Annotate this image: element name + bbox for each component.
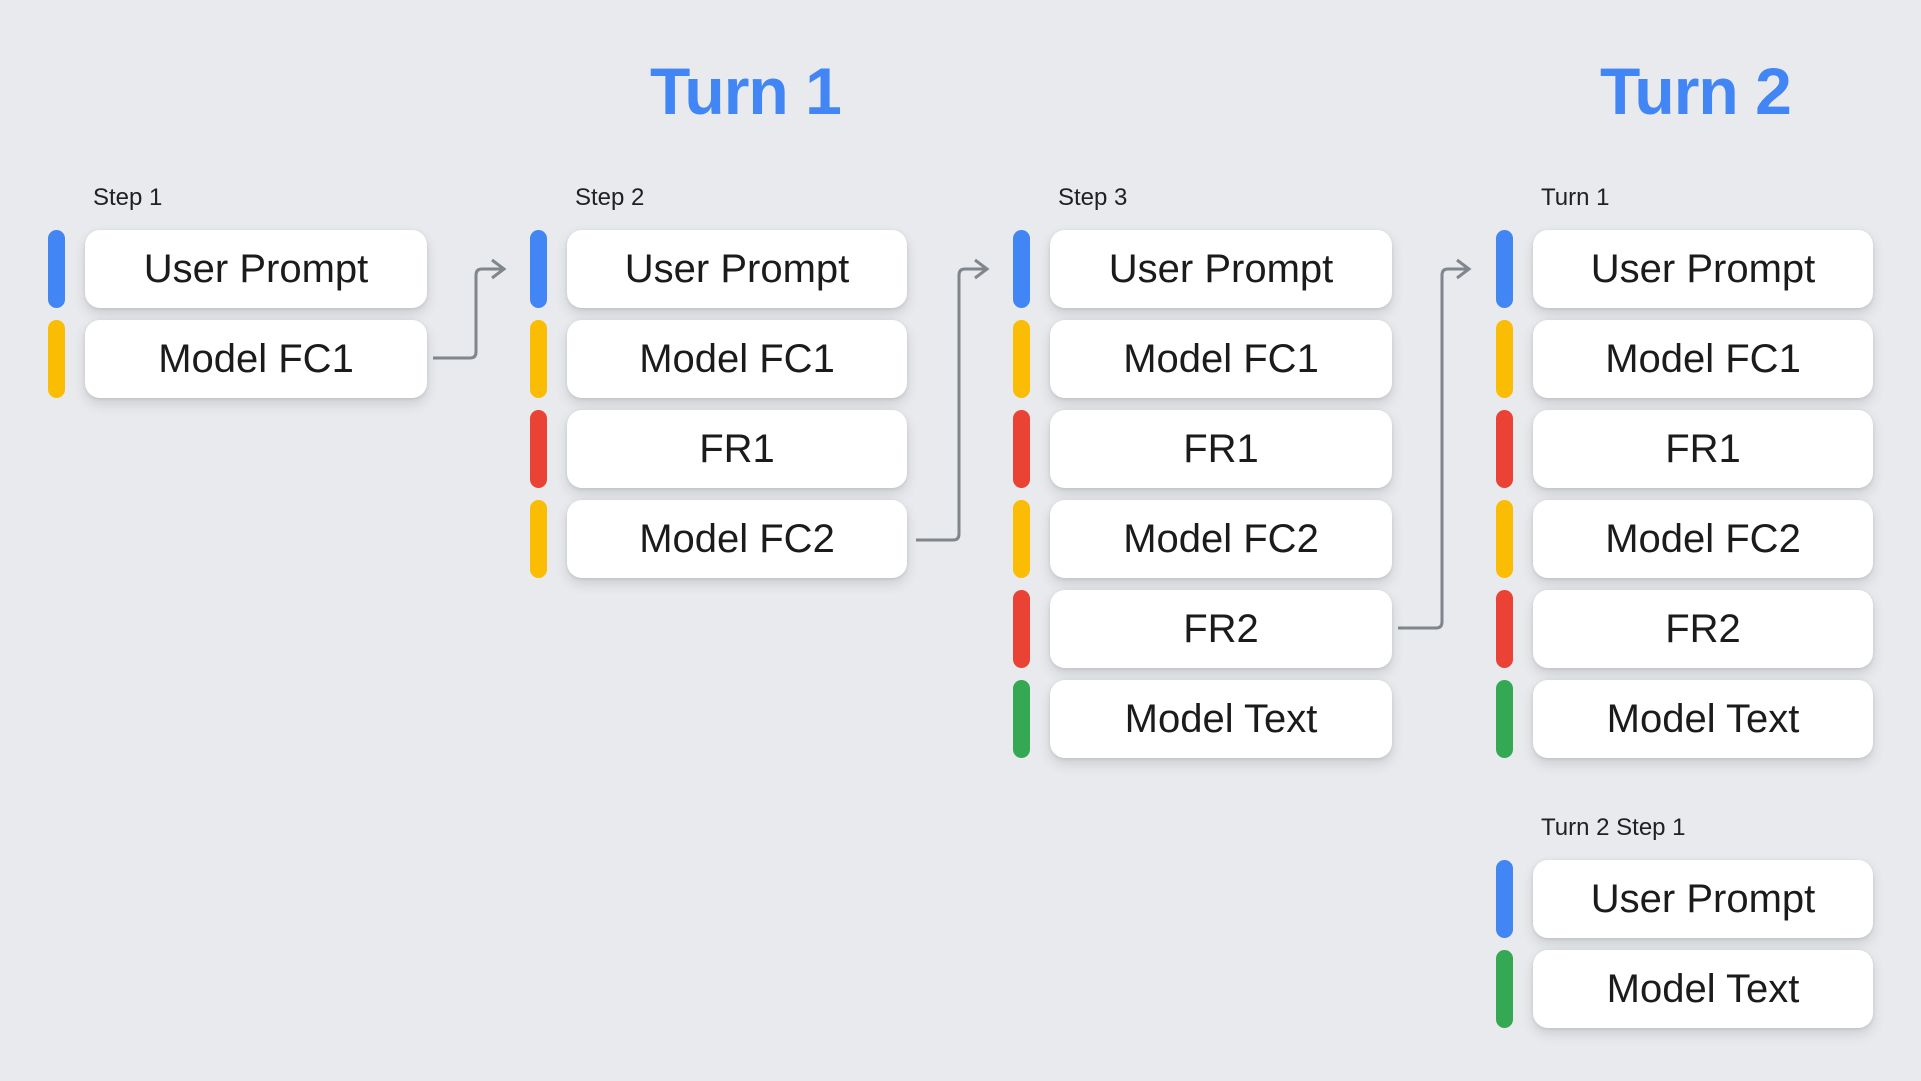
diagram-row: FR1 — [1496, 410, 1873, 488]
model-fc-color-bar — [530, 500, 547, 578]
diagram-row: Model FC1 — [530, 320, 907, 398]
box-fr2: FR2 — [1533, 590, 1873, 668]
user-prompt-color-bar — [1013, 230, 1030, 308]
diagram-row: Model Text — [1496, 950, 1873, 1028]
arrow-step1-to-step2 — [433, 258, 507, 360]
box-user-prompt: User Prompt — [567, 230, 907, 308]
box-user-prompt: User Prompt — [1533, 230, 1873, 308]
diagram-row: FR1 — [530, 410, 907, 488]
box-user-prompt: User Prompt — [85, 230, 427, 308]
diagram-row: FR1 — [1013, 410, 1392, 488]
function-response-color-bar — [1013, 590, 1030, 668]
model-fc-color-bar — [1496, 500, 1513, 578]
model-text-color-bar — [1496, 950, 1513, 1028]
box-model-fc2: Model FC2 — [1050, 500, 1392, 578]
diagram-row: User Prompt — [1013, 230, 1392, 308]
model-fc-color-bar — [1013, 320, 1030, 398]
user-prompt-color-bar — [530, 230, 547, 308]
diagram-row: Model FC2 — [1496, 500, 1873, 578]
model-fc-color-bar — [1496, 320, 1513, 398]
box-user-prompt: User Prompt — [1050, 230, 1392, 308]
diagram-row: User Prompt — [530, 230, 907, 308]
box-model-text: Model Text — [1533, 680, 1873, 758]
diagram-row: User Prompt — [1496, 230, 1873, 308]
model-text-color-bar — [1496, 680, 1513, 758]
box-model-fc1: Model FC1 — [1533, 320, 1873, 398]
model-fc-color-bar — [48, 320, 65, 398]
column-label: Step 1 — [93, 184, 163, 211]
column-label: Turn 1 — [1541, 184, 1610, 211]
turn-1-header: Turn 1 — [650, 54, 842, 128]
model-text-color-bar — [1013, 680, 1030, 758]
box-model-fc2: Model FC2 — [567, 500, 907, 578]
model-fc-color-bar — [530, 320, 547, 398]
column-label: Step 3 — [1058, 184, 1128, 211]
function-response-color-bar — [530, 410, 547, 488]
diagram-row: Model Text — [1496, 680, 1873, 758]
user-prompt-color-bar — [1496, 230, 1513, 308]
diagram-row: Model Text — [1013, 680, 1392, 758]
model-fc-color-bar — [1013, 500, 1030, 578]
diagram-row: Model FC1 — [48, 320, 427, 398]
user-prompt-color-bar — [48, 230, 65, 308]
diagram-row: Model FC2 — [1013, 500, 1392, 578]
diagram-row: Model FC2 — [530, 500, 907, 578]
diagram-row: User Prompt — [48, 230, 427, 308]
box-fr1: FR1 — [567, 410, 907, 488]
box-model-fc2: Model FC2 — [1533, 500, 1873, 578]
arrow-step3-to-turn1 — [1398, 258, 1472, 630]
diagram-row: FR2 — [1496, 590, 1873, 668]
box-model-text: Model Text — [1533, 950, 1873, 1028]
column-label: Step 2 — [575, 184, 645, 211]
box-fr1: FR1 — [1533, 410, 1873, 488]
column-label: Turn 2 Step 1 — [1541, 814, 1686, 841]
turn-2-header: Turn 2 — [1600, 54, 1792, 128]
diagram-row: FR2 — [1013, 590, 1392, 668]
function-response-color-bar — [1496, 590, 1513, 668]
box-model-fc1: Model FC1 — [85, 320, 427, 398]
box-model-text: Model Text — [1050, 680, 1392, 758]
diagram-row: Model FC1 — [1496, 320, 1873, 398]
box-user-prompt: User Prompt — [1533, 860, 1873, 938]
function-response-color-bar — [1013, 410, 1030, 488]
box-model-fc1: Model FC1 — [1050, 320, 1392, 398]
box-fr2: FR2 — [1050, 590, 1392, 668]
user-prompt-color-bar — [1496, 860, 1513, 938]
arrow-step2-to-step3 — [916, 258, 990, 542]
function-response-color-bar — [1496, 410, 1513, 488]
box-model-fc1: Model FC1 — [567, 320, 907, 398]
diagram-row: Model FC1 — [1013, 320, 1392, 398]
diagram-row: User Prompt — [1496, 860, 1873, 938]
box-fr1: FR1 — [1050, 410, 1392, 488]
